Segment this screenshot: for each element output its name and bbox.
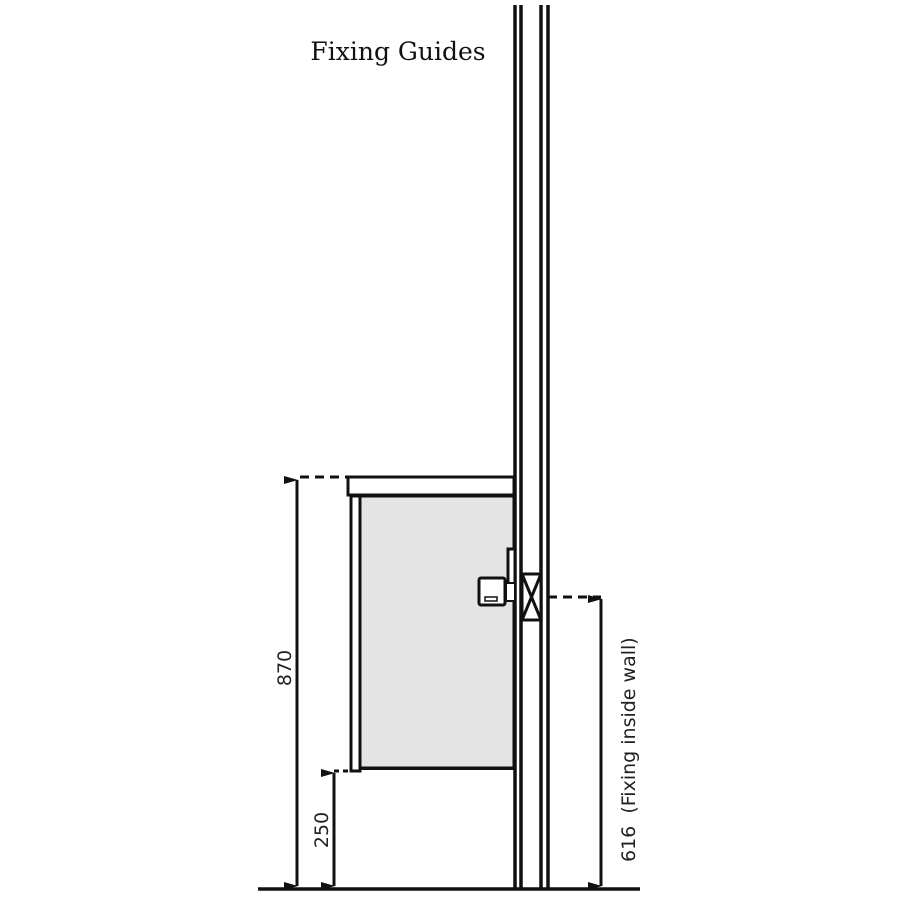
vanity-cabinet: [346, 475, 516, 773]
in-wall-fixing-icon: [520, 572, 543, 622]
wall: [513, 5, 550, 888]
cabinet-body: [358, 494, 516, 770]
dim-616-label: 616 (Fixing inside wall): [618, 637, 640, 862]
diagram-title: Fixing Guides: [310, 37, 485, 66]
countertop: [346, 475, 516, 497]
wall-bracket: [477, 547, 517, 607]
dim-870-label: 870: [274, 650, 296, 686]
cabinet-door-front: [349, 494, 362, 773]
dim-250-label: 250: [311, 812, 333, 848]
